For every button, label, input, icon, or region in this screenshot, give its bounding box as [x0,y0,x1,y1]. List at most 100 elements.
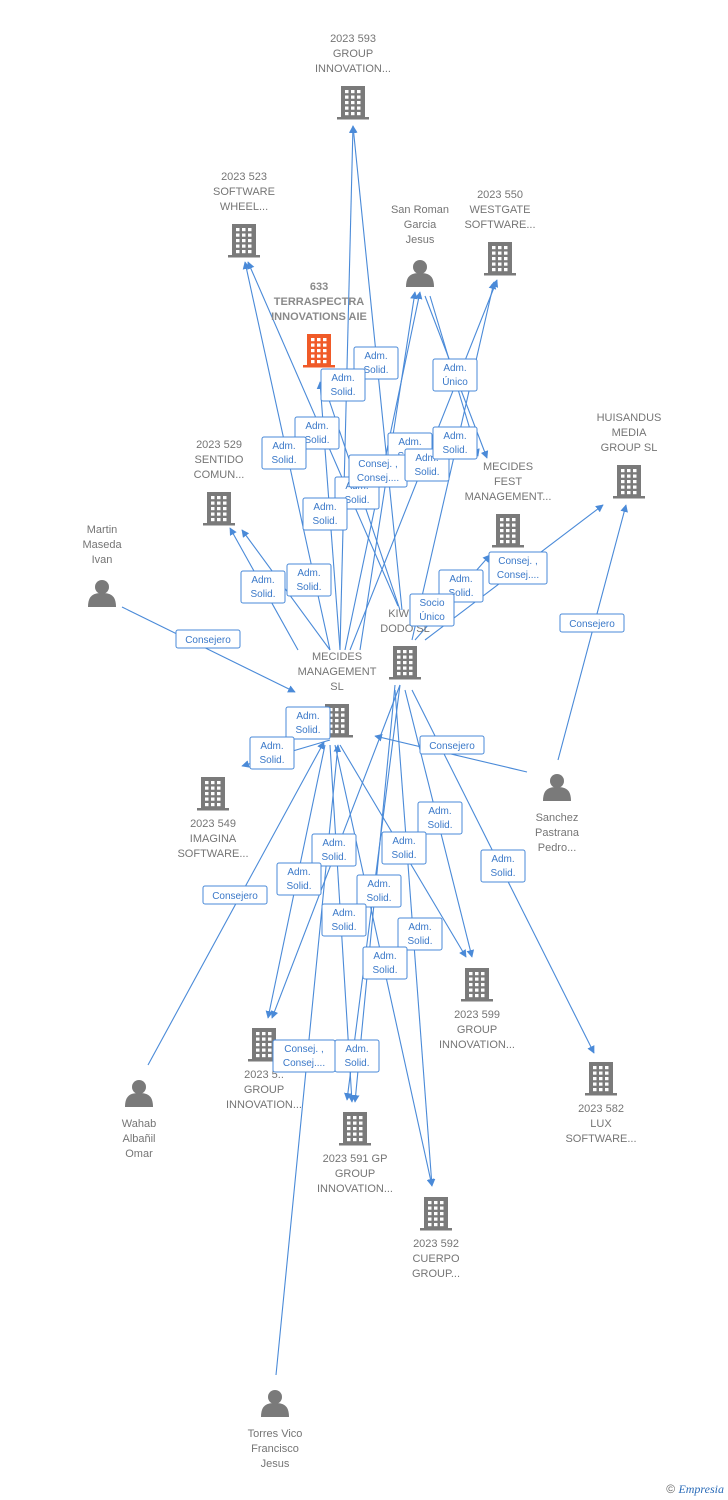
edge-role-label[interactable]: Adm. Solid. [321,903,367,937]
edge-role-label[interactable]: Adm.Solid. [432,426,478,460]
node-label-line: INNOVATION... [317,1183,393,1195]
person-node-nsanchez[interactable]: SanchezPastranaPedro... [535,774,580,854]
edge-role-label[interactable]: Consejero [202,885,268,905]
node-label-line: CUERPO [412,1253,460,1265]
company-node-n529[interactable]: 2023 529SENTIDOCOMUN... [194,439,245,526]
edge-role-text: Adm. [332,908,355,919]
footer-brand[interactable]: © Empresia [666,1482,724,1497]
edge-role-text: Solid. [331,922,356,933]
edge-role-label[interactable]: Adm.Solid. [286,563,332,597]
edge-role-text: Solid. [427,820,452,831]
node-label-line: 2023 591 GP [323,1153,388,1165]
relation-edge [411,281,497,641]
edge-role-text: Adm. [322,838,345,849]
node-label-line: GROUP... [412,1268,460,1280]
edge-role-text: Consej.... [357,473,399,484]
edge-role-text: Consej.... [497,570,539,581]
edge-role-label[interactable]: Adm.Solid. [356,874,402,908]
edge-role-label[interactable]: Adm.Solid. [285,706,331,740]
edge-role-label[interactable]: Consej. ,Consej.... [272,1039,336,1073]
person-icon [406,260,434,287]
node-label-line: FEST [494,476,522,488]
edge-role-label[interactable]: Adm.Solid. [320,368,366,402]
edge-role-label[interactable]: Adm. Solid. [240,570,286,604]
edge-role-label[interactable]: Consejero [419,735,485,755]
node-label-line: Maseda [82,539,122,551]
building-icon [197,777,229,811]
edge-role-label[interactable]: Adm.Solid. [302,497,348,531]
brand-logo: Empresia [678,1482,724,1496]
edge-role-text: Solid. [295,725,320,736]
edge-role-text: Solid. [250,589,275,600]
node-label-line: 2023 593 [330,33,376,45]
company-node-n523[interactable]: 2023 523SOFTWAREWHEEL... [213,171,275,258]
edge-role-text: Consej. , [498,556,537,567]
edge-role-text: Adm. [373,951,396,962]
node-label-line: Ivan [92,554,113,566]
building-icon [389,646,421,680]
edge-role-text: Consej. , [284,1044,323,1055]
node-label-line: GROUP [457,1024,497,1036]
node-label-line: SL [330,681,343,693]
company-node-n592[interactable]: 2023 592CUERPOGROUP... [412,1197,460,1280]
edge-role-text: Único [419,610,445,623]
edge-role-text: Consejero [212,891,258,902]
relation-edge [241,529,331,651]
edge-role-label[interactable]: Adm.Solid. [381,831,427,865]
node-label-line: MECIDES [312,651,362,663]
person-icon [543,774,571,801]
edge-role-label[interactable]: Adm.Solid. [249,736,295,770]
company-node-n550[interactable]: 2023 550WESTGATESOFTWARE... [464,189,536,276]
edge-role-text: Adm. [443,363,466,374]
building-icon [339,1112,371,1146]
node-label-line: 2023 549 [190,818,236,830]
edge-role-text: Solid. [372,965,397,976]
person-icon [261,1390,289,1417]
edge-role-label[interactable]: Consejero [175,629,241,649]
edge-role-text: Adm. [251,575,274,586]
edge-role-text: Adm. [364,351,387,362]
edge-role-label[interactable]: Consejero [559,613,625,633]
edge-role-text: Solid. [366,893,391,904]
company-node-n599[interactable]: 2023 599GROUPINNOVATION... [439,968,515,1051]
node-label-line: TERRASPECTRA [274,296,365,308]
edge-role-text: Consejero [185,635,231,646]
company-node-nfest[interactable]: MECIDESFESTMANAGEMENT... [465,461,552,548]
edge-role-text: Adm. [398,437,421,448]
company-node-n549[interactable]: 2023 549IMAGINASOFTWARE... [177,777,249,860]
edge-role-label[interactable]: Adm.Solid. [397,917,443,951]
node-label-line: Martin [87,524,118,536]
edge-role-label[interactable]: Adm.Solid. [261,436,307,470]
company-node-n5xx[interactable]: 2023 5..GROUPINNOVATION... [226,1028,302,1111]
edge-role-label[interactable]: Adm. Solid. [362,946,408,980]
edge-role-label[interactable]: Adm.Solid. [480,849,526,883]
edge-role-label[interactable]: Consej. , Consej.... [488,551,548,585]
edge-role-label[interactable]: Consej. ,Consej.... [348,454,408,488]
edge-role-text: Adm. [331,373,354,384]
node-label-line: SOFTWARE [213,186,275,198]
edge-role-label[interactable]: Adm.Único [432,358,478,392]
edge-role-text: Consejero [429,741,475,752]
edge-role-label[interactable]: Adm.Solid. [276,862,322,896]
edge-role-label[interactable]: Adm. Solid. [417,801,463,835]
company-node-n582[interactable]: 2023 582LUXSOFTWARE... [565,1062,637,1145]
edge-role-text: Adm. [313,502,336,513]
edge-role-text: Único [442,375,468,388]
building-icon [613,465,645,499]
building-icon [303,334,335,368]
node-label-line: Garcia [404,219,437,231]
edge-role-text: Adm. [428,806,451,817]
company-node-n593[interactable]: 2023 593GROUPINNOVATION... [315,33,391,120]
node-label-line: HUISANDUS [597,412,662,424]
company-node-n591[interactable]: 2023 591 GPGROUPINNOVATION... [317,1112,393,1195]
edge-role-label[interactable]: Adm.Solid. [334,1039,380,1073]
edge-role-label[interactable]: Adm.Solid. [311,833,357,867]
